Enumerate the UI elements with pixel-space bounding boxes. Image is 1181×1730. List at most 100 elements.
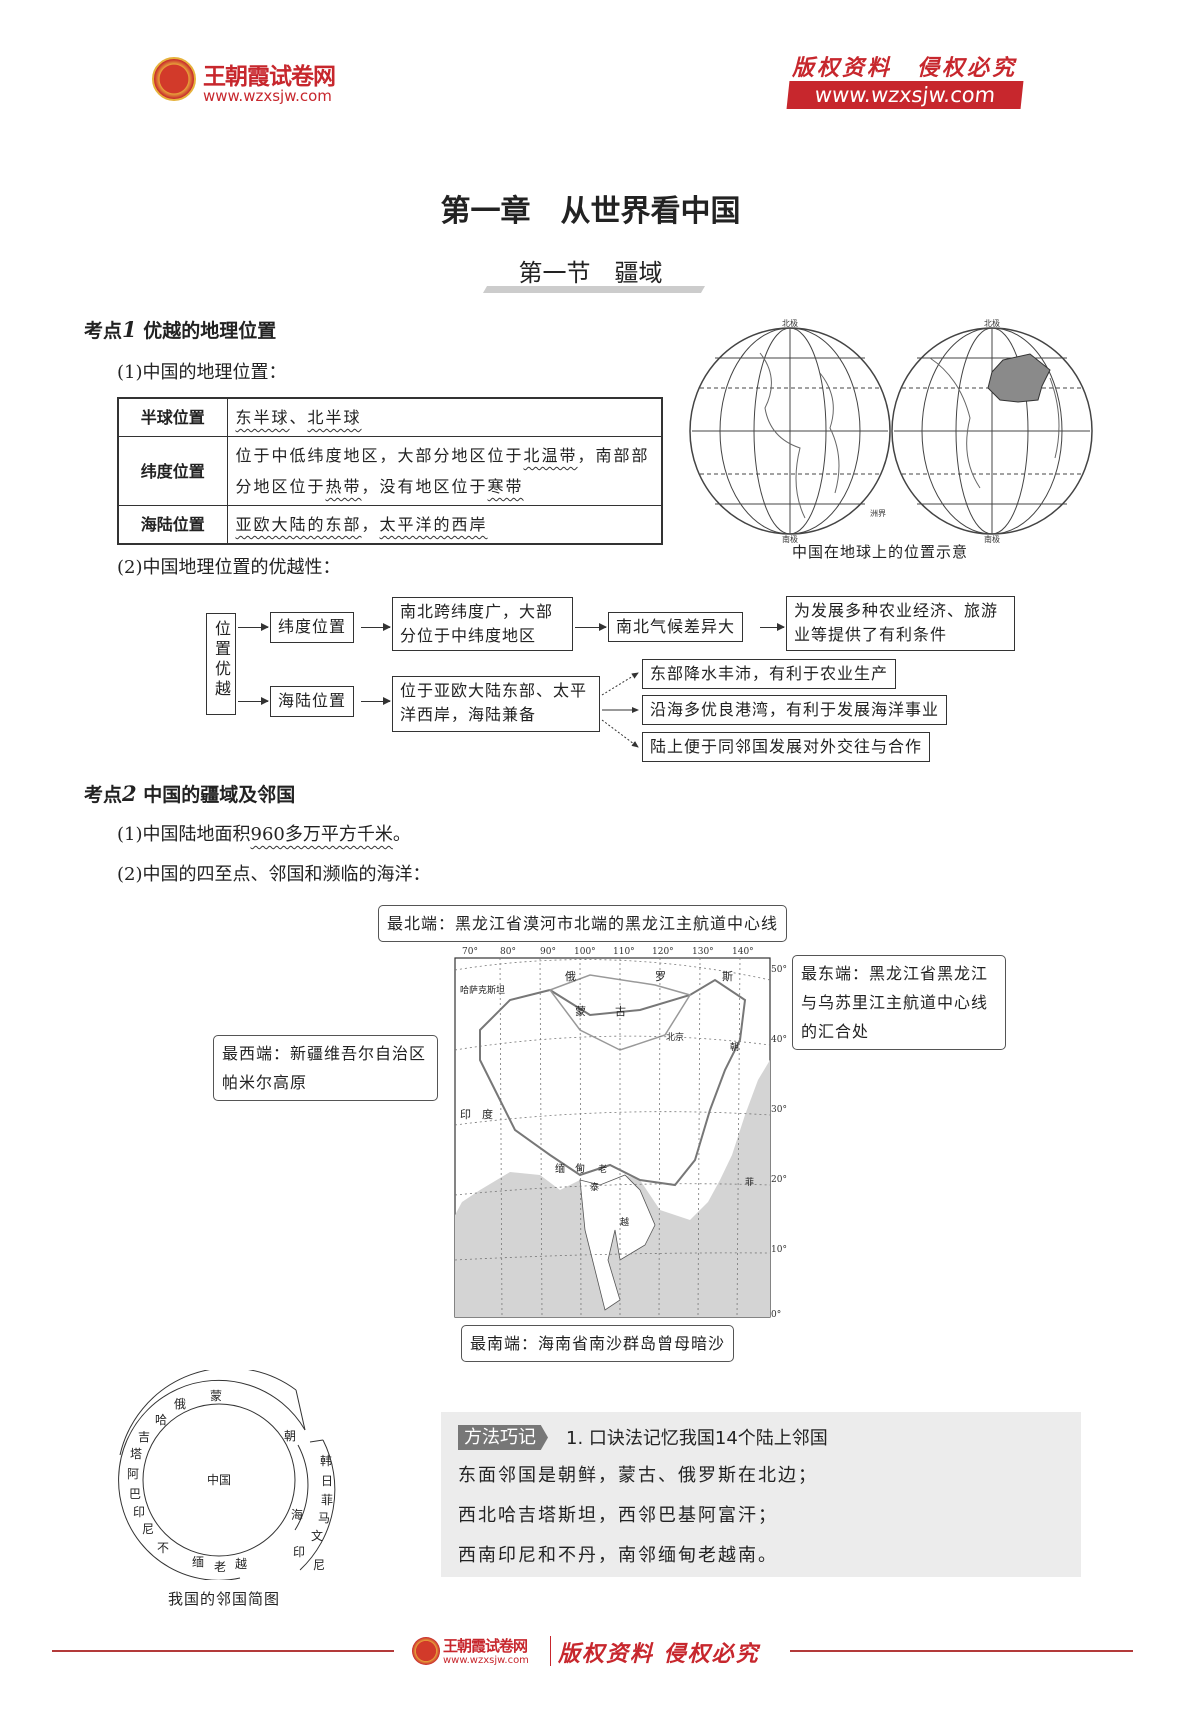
mnemonic-line: 东面邻国是朝鲜，蒙古、俄罗斯在北边； [458,1465,818,1486]
point1-sub2: (2)中国地理位置的优越性： [117,557,341,578]
svg-text:俄: 俄 [565,970,576,983]
method-panel: 方法巧记 1. 口诀法记忆我国14个陆上邻国 东面邻国是朝鲜，蒙古、俄罗斯在北边… [441,1412,1081,1577]
svg-text:哈萨克斯坦: 哈萨克斯坦 [460,984,505,996]
lat-tick: 20° [771,1175,787,1185]
westernmost-point: 最西端：新疆维吾尔自治区帕米尔高原 [213,1035,438,1101]
ring-labels: 中国 朝 蒙 俄 哈 吉 塔 阿 巴 印 尼 不 缅 老 越 海 韩 日 菲 马… [127,1389,333,1574]
footer-divider [550,1636,551,1666]
sea-land-cell: 亚欧大陆的东部，太平洋的西岸 [226,505,663,545]
section-title: 第一节 疆域 [518,259,663,287]
svg-text:蒙: 蒙 [575,1005,586,1018]
flow-sea-result: 东部降水丰沛，有利于农业生产 [642,659,897,689]
svg-text:巴: 巴 [129,1487,141,1501]
svg-text:北京: 北京 [666,1031,684,1043]
site-logo: 王朝霞试卷网 www.wzxsjw.com [150,55,350,110]
svg-text:印: 印 [460,1108,471,1121]
mongolia-border [548,974,692,1051]
map-labels: 俄罗斯 哈萨克斯坦 蒙古 北京 印度 缅甸 老泰越 菲朝 [460,970,754,1228]
svg-text:吉: 吉 [138,1430,150,1444]
lat-tick: 50° [771,965,787,975]
svg-text:甸: 甸 [575,1162,585,1175]
point2-sub1: (1)中国陆地面积960多万平方千米。 [117,824,411,845]
lon-tick: 120° [652,947,674,957]
indochina-land [579,1174,656,1311]
mnemonic-line: 西北哈吉塔斯坦，西邻巴基阿富汗； [458,1505,778,1526]
svg-text:老: 老 [598,1163,607,1175]
lon-tick: 130° [692,947,714,957]
footer-line-left [52,1650,394,1652]
flow-root: 位置优越 [206,613,236,715]
neighbor-ring-diagram: 中国 朝 蒙 俄 哈 吉 塔 阿 巴 印 尼 不 缅 老 越 海 韩 日 菲 马… [118,1370,336,1580]
svg-text:越: 越 [620,1216,629,1228]
svg-text:尼: 尼 [313,1558,325,1572]
globe-caption: 中国在地球上的位置示意 [791,543,968,561]
flow-branch-arrows [601,672,639,748]
flow-latitude-desc: 南北跨纬度广，大部分位于中纬度地区 [392,597,573,651]
url-banner: www.wzxsjw.com [786,81,1024,109]
svg-text:不: 不 [157,1541,169,1555]
svg-text:缅: 缅 [192,1555,204,1569]
method-title: 1. 口诀法记忆我国14个陆上邻国 [566,1428,828,1449]
north-pole-label: 北极 [782,318,798,328]
mnemonic-line: 西南印尼和不丹，南邻缅甸老越南。 [458,1545,778,1566]
svg-text:马: 马 [318,1511,330,1525]
northernmost-point: 最北端：黑龙江省漠河市北端的黑龙江主航道中心线 [378,905,788,942]
svg-text:海: 海 [291,1507,303,1522]
easternmost-point: 最东端：黑龙江省黑龙江与乌苏里江主航道中心线的汇合处 [792,955,1006,1050]
lat-tick: 0° [771,1310,781,1320]
flow-sea-land: 海陆位置 [270,686,355,717]
map-longitude-ticks: 70° 80° 90° 100° 110° 120° 130° 140° [462,947,754,957]
table-row: 海陆位置亚欧大陆的东部，太平洋的西岸 [117,505,663,545]
flow-latitude: 纬度位置 [270,612,355,643]
svg-text:哈: 哈 [155,1413,167,1427]
svg-text:缅: 缅 [555,1162,565,1175]
continent-border-legend: 洲界 [870,509,886,518]
svg-text:朝: 朝 [284,1429,296,1443]
lon-tick: 140° [732,947,754,957]
svg-text:蒙: 蒙 [210,1389,222,1403]
western-globe [689,327,891,535]
ring-caption: 我国的邻国简图 [167,1590,280,1608]
lat-tick: 30° [771,1105,787,1115]
point1-heading: 考点1 优越的地理位置 [84,317,277,342]
south-pole-label: 南极 [782,534,798,543]
north-pole-label: 北极 [984,318,1000,328]
flow-latitude-effect: 南北气候差异大 [608,612,744,642]
lon-tick: 110° [613,947,635,957]
lon-tick: 90° [540,947,556,957]
svg-text:韩: 韩 [320,1453,332,1468]
location-table: 半球位置东半球、北半球 纬度位置位于中低纬度地区，大部分地区位于北温带，南部部分… [117,397,663,545]
svg-text:日: 日 [321,1474,333,1488]
china-map: 70°80°90°100°110°120°130°140° 50°40°30°2… [454,947,787,1320]
eastern-globe [891,327,1093,535]
svg-text:文: 文 [311,1528,323,1543]
flow-sea-land-desc: 位于亚欧大陆东部、太平洋西岸，海陆兼备 [392,676,600,732]
flow-sea-result: 沿海多优良港湾，有利于发展海洋事业 [642,695,948,725]
logo-emblem-icon [152,57,196,101]
table-row: 纬度位置位于中低纬度地区，大部分地区位于北温带，南部部分地区位于热带，没有地区位… [117,436,663,506]
svg-text:塔: 塔 [130,1447,142,1461]
lon-tick: 100° [574,947,596,957]
copyright-notice: 版权资料 侵权必究 [792,55,1018,81]
svg-text:越: 越 [235,1557,247,1571]
southernmost-point: 最南端：海南省南沙群岛曾母暗沙 [461,1325,735,1362]
svg-text:朝: 朝 [730,1042,739,1053]
svg-text:斯: 斯 [722,970,733,983]
lat-tick: 10° [771,1245,787,1255]
hemisphere-cell: 东半球、北半球 [226,397,663,437]
china-highlight [987,353,1051,403]
point1-sub1: (1)中国的地理位置： [117,362,287,383]
svg-text:菲: 菲 [321,1493,333,1507]
footer-line-right [790,1650,1133,1652]
svg-text:尼: 尼 [142,1522,154,1536]
footer-logo: 王朝霞试卷网 www.wzxsjw.com [410,1635,550,1671]
svg-text:罗: 罗 [655,970,666,983]
flow-latitude-result: 为发展多种农业经济、旅游业等提供了有利条件 [786,596,1015,651]
lon-tick: 70° [462,947,478,957]
point2-heading: 考点2 中国的疆域及邻国 [84,781,296,806]
table-row: 半球位置东半球、北半球 [117,397,663,437]
svg-text:古: 古 [615,1005,626,1018]
china-border [479,978,747,1187]
lon-tick: 80° [500,947,516,957]
svg-text:泰: 泰 [590,1181,599,1193]
